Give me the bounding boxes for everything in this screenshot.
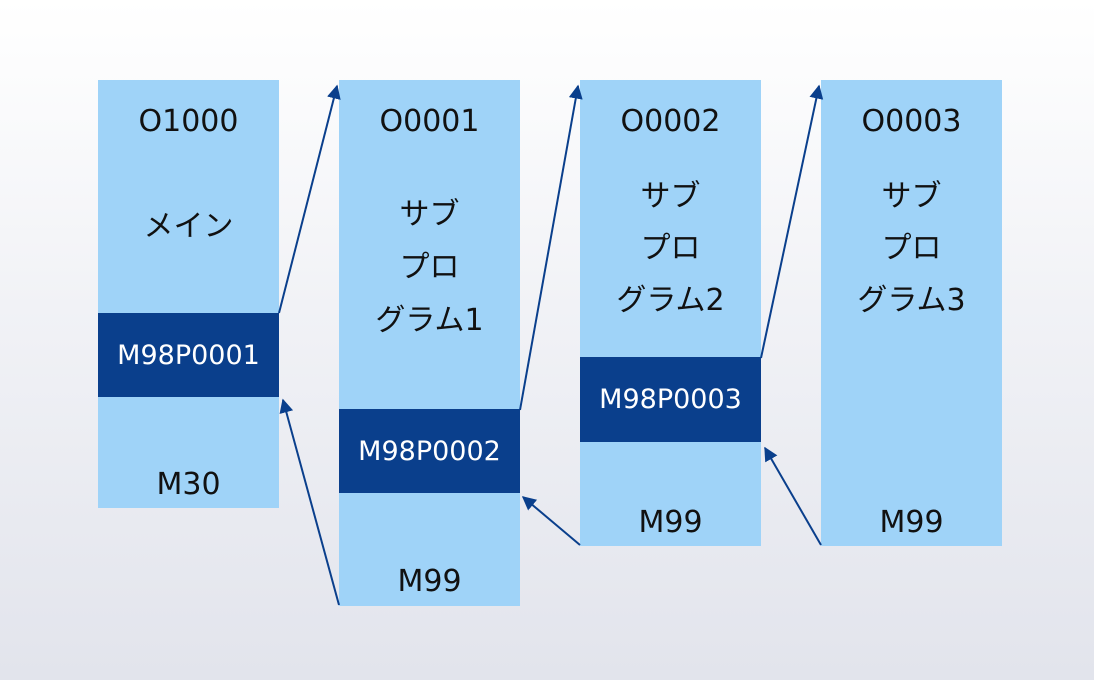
subprogram-3-label-line-2: プロ <box>881 231 942 266</box>
main-program-label: メイン <box>143 209 234 244</box>
subprogram-2-number: O0002 <box>620 104 721 139</box>
subprogram-3-end-code: M99 <box>879 505 944 540</box>
call-arrow-sub1-to-sub2 <box>519 84 583 411</box>
subprogram-1-block: O0001 サブ プロ グラム1 M98P0002 M99 <box>339 80 520 606</box>
return-arrow-sub3-to-sub2 <box>764 446 822 546</box>
subprogram-1-number: O0001 <box>379 104 480 139</box>
subprogram-2-label-line-3: グラム2 <box>616 283 725 318</box>
subprogram-2-call-band: M98P0003 <box>580 357 761 442</box>
main-program-number: O1000 <box>138 104 239 139</box>
subprogram-3-number: O0003 <box>861 104 962 139</box>
subprogram-1-label-line-3: グラム1 <box>375 303 484 338</box>
subprogram-1-label-line-1: サブ <box>399 197 460 232</box>
main-call-band: M98P0001 <box>98 313 279 397</box>
call-arrow-sub2-to-sub3 <box>760 84 824 359</box>
call-arrow-main-to-sub1 <box>278 84 341 314</box>
subprogram-1-end-code: M99 <box>397 564 462 599</box>
main-end-code: M30 <box>156 467 221 502</box>
subprogram-3-label-line-3: グラム3 <box>857 283 966 318</box>
subprogram-2-label-line-1: サブ <box>640 179 701 214</box>
subprogram-2-end-code: M99 <box>638 505 703 540</box>
return-arrow-sub2-to-sub1 <box>521 496 581 546</box>
return-arrow-sub1-to-main <box>279 398 340 606</box>
subprogram-2-block: O0002 サブ プロ グラム2 M98P0003 M99 <box>580 80 761 546</box>
main-program-block: O1000 メイン M98P0001 M30 <box>98 80 279 508</box>
subprogram-1-label-line-2: プロ <box>399 250 460 285</box>
subprogram-3-label-line-1: サブ <box>881 179 942 214</box>
subprogram-2-label-line-2: プロ <box>640 231 701 266</box>
subprogram-1-call-band: M98P0002 <box>339 409 520 493</box>
subprogram-3-block: O0003 サブ プロ グラム3 M99 <box>821 80 1002 546</box>
